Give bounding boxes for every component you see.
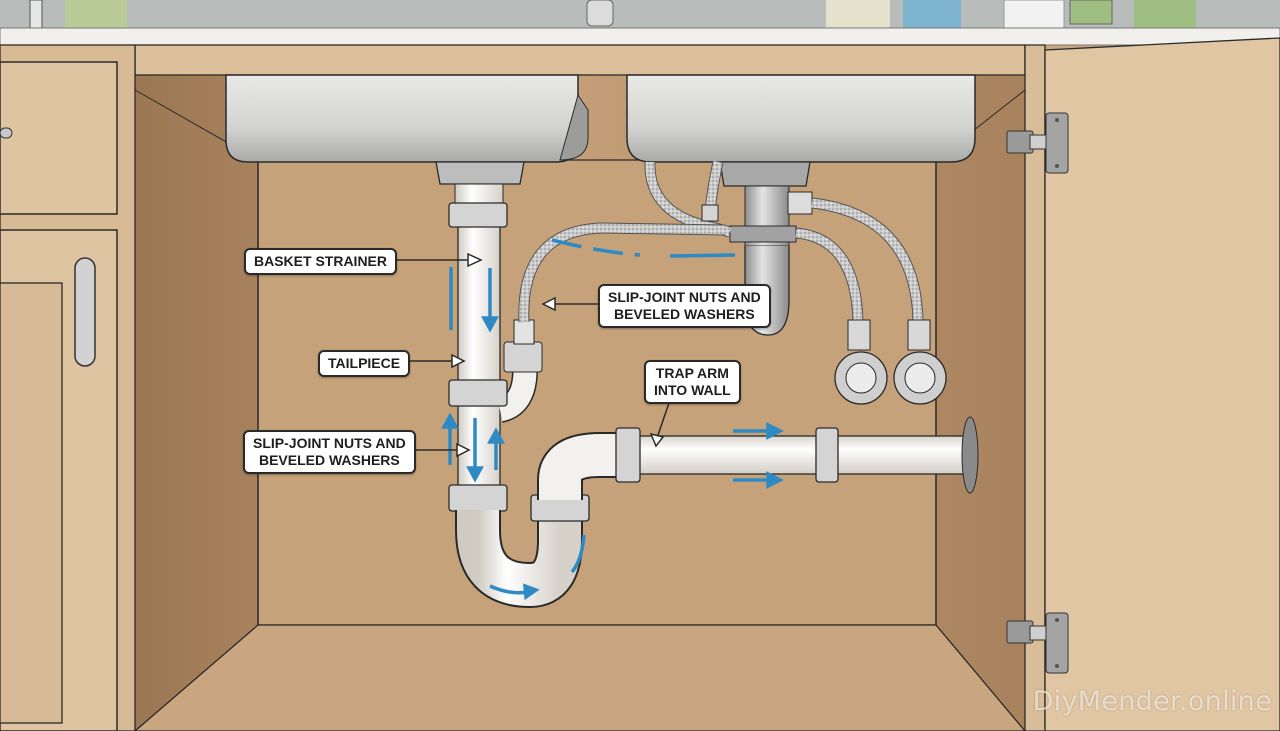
upper-hinge [1006,112,1069,174]
basket-strainer-right [719,161,811,187]
label-slip-joint-right: SLIP-JOINT NUTS AND BEVELED WASHERS [598,284,771,328]
watermark: DiyMender.online [1032,686,1272,717]
flow-arrows [441,238,784,601]
label-basket-strainer: BASKET STRAINER [244,248,398,275]
right-sink-basin [626,74,976,163]
backsplash [0,0,1280,30]
supply-line-c [811,198,923,321]
label-text-line2: BEVELED WASHERS [613,306,755,322]
left-drawer [0,61,118,215]
shutoff-valve-right [893,319,947,405]
left-sink-basin [225,74,579,163]
right-door-open [1044,37,1280,731]
lower-hinge [1006,612,1069,674]
label-text-line1: TRAP ARM [655,365,729,381]
slip-nut-middle [448,379,508,407]
wall-escutcheon [961,416,979,494]
slip-nut-coupling [815,427,839,483]
slip-nut-branch [503,341,543,373]
slip-nut-trap-arm [615,427,641,483]
label-text: TAILPIECE [328,355,401,371]
shutoff-valve-left [834,319,888,405]
door-handle [74,257,96,367]
face-frame-rail [134,44,1026,76]
slip-nut-top [448,202,508,228]
trap-arm-pipe [624,435,976,475]
cabinet-floor [134,624,1026,731]
slip-nut-trap-inlet [448,484,508,512]
label-trap-arm: TRAP ARM INTO WALL [644,360,741,404]
p-trap-bend [457,510,581,607]
label-text-line2: INTO WALL [654,382,731,398]
label-text: BASKET STRAINER [254,253,388,269]
label-slip-joint-left: SLIP-JOINT NUTS AND BEVELED WASHERS [243,430,416,474]
label-text-line1: SLIP-JOINT NUTS AND [608,289,761,305]
dishwasher-hose [519,223,726,323]
callout-leaders [395,252,671,458]
supply-line-b [795,228,863,321]
basket-strainer-left [435,161,525,185]
countertop [0,27,1280,46]
label-tailpiece: TAILPIECE [318,350,411,377]
label-text-line1: SLIP-JOINT NUTS AND [253,435,406,451]
label-text-line2: BEVELED WASHERS [258,452,400,468]
